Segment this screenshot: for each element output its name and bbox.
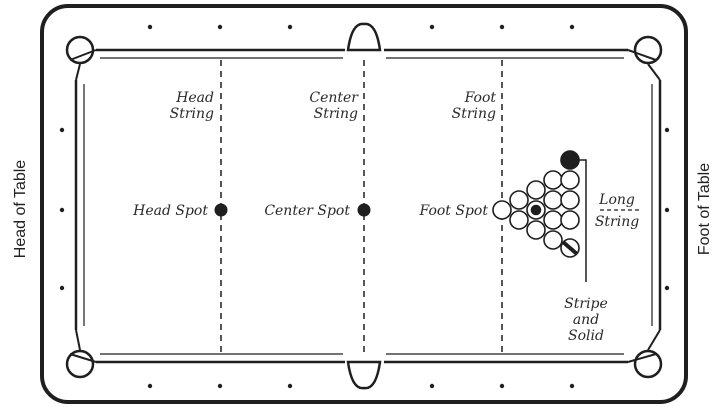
head-spot-marker <box>215 204 228 217</box>
ball <box>527 221 545 239</box>
center-string-label-line1: Center <box>300 90 358 106</box>
ball <box>544 211 562 229</box>
foot-spot-label: Foot Spot <box>406 203 488 219</box>
pocket-bottom-right <box>628 330 661 377</box>
stripe-label-line3: Solid <box>556 328 616 344</box>
long-string-label: Long String <box>594 192 640 230</box>
center-spot-label: Center Spot <box>254 203 350 219</box>
pocket-top-right <box>628 37 661 80</box>
center-string-label: Center String <box>300 90 358 122</box>
head-string-label: Head String <box>160 90 214 122</box>
ball <box>544 191 562 209</box>
pocket-top-left <box>67 37 96 80</box>
head-string-label-line2: String <box>160 106 214 122</box>
stripe-label-line2: and <box>556 312 616 328</box>
racked-balls <box>493 151 579 257</box>
head-of-table-label: Head of Table <box>12 154 30 264</box>
pocket-top-center <box>348 24 380 50</box>
head-spot-label: Head Spot <box>118 203 208 219</box>
ball <box>527 181 545 199</box>
stripe-label-line1: Stripe <box>556 296 616 312</box>
foot-of-table-label: Foot of Table <box>696 154 713 264</box>
ball <box>510 211 528 229</box>
ball <box>561 191 579 209</box>
ball-solid-corner <box>561 151 579 169</box>
long-string-label-line1: Long <box>594 192 640 208</box>
ball <box>544 231 562 249</box>
long-string-label-line2: String <box>594 214 640 230</box>
foot-string-label-line1: Foot <box>440 90 496 106</box>
pocket-bottom-left <box>67 330 96 377</box>
ball <box>561 171 579 189</box>
ball <box>544 171 562 189</box>
ball-apex <box>493 201 511 219</box>
foot-string-label-line2: String <box>440 106 496 122</box>
ball <box>561 211 579 229</box>
head-string-label-line1: Head <box>160 90 214 106</box>
foot-string-label: Foot String <box>440 90 496 122</box>
center-spot-marker <box>358 204 371 217</box>
center-string-label-line2: String <box>300 106 358 122</box>
pocket-bottom-center <box>348 362 380 388</box>
ball <box>510 191 528 209</box>
stripe-and-solid-label: Stripe and Solid <box>556 296 616 344</box>
ball-eight-core <box>532 206 541 215</box>
